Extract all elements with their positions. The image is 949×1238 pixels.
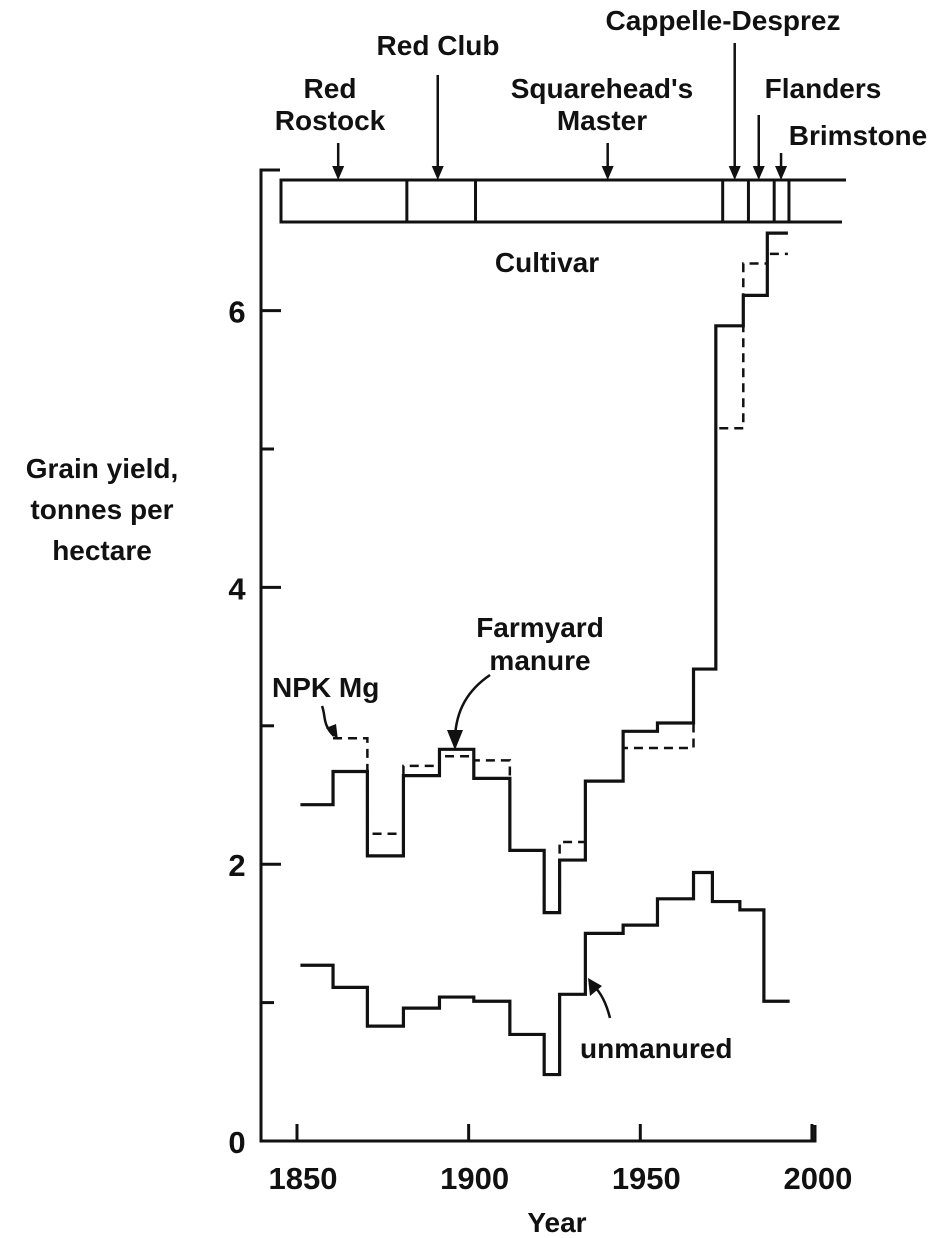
fym-annotation-line2: manure xyxy=(489,645,590,676)
x-tick-label-1900: 1900 xyxy=(440,1161,509,1196)
cultivar-arrowhead-1 xyxy=(431,166,444,180)
fym-arrowhead xyxy=(447,730,463,750)
y-axis-label-line2: tonnes per xyxy=(30,494,173,525)
cultivar-arrowhead-2 xyxy=(601,166,614,180)
series-unmanured xyxy=(300,870,790,1077)
y-tick-label-4: 4 xyxy=(228,571,246,606)
axes: 1850 1900 1950 2000 0 2 4 6 xyxy=(228,168,852,1196)
y-axis-label-line1: Grain yield, xyxy=(26,453,179,484)
x-axis-label: Year xyxy=(527,1207,586,1238)
fym-arrow xyxy=(453,673,491,739)
cultivar-name-5-line-0: Brimstone xyxy=(789,120,927,151)
cultivar-bar-outline xyxy=(279,178,846,224)
y-tick-label-2: 2 xyxy=(228,848,245,883)
unmanured-arrowhead xyxy=(588,978,602,996)
unmanured-annotation: unmanured xyxy=(580,1033,732,1064)
axis-lines xyxy=(259,168,817,1143)
cultivar-name-2-line-1: Master xyxy=(557,105,647,136)
cultivar-name-1-line-0: Red Club xyxy=(377,30,500,61)
cultivar-label: Cultivar xyxy=(495,247,599,278)
y-tick-label-0: 0 xyxy=(228,1125,245,1160)
x-tick-label-1850: 1850 xyxy=(269,1161,338,1196)
cultivar-name-0-line-1: Rostock xyxy=(275,105,386,136)
cultivar-name-2-line-0: Squarehead's xyxy=(511,73,694,104)
series-farmyard-manure xyxy=(300,231,788,915)
cultivar-arrowhead-4 xyxy=(752,166,765,180)
cultivar-arrowhead-3 xyxy=(728,166,741,180)
cultivar-name-4-line-0: Flanders xyxy=(765,73,882,104)
cultivar-name-0-line-0: Red xyxy=(304,73,357,104)
npk-mg-annotation: NPK Mg xyxy=(272,672,379,703)
x-tick-label-2000: 2000 xyxy=(783,1161,852,1196)
cultivar-arrowhead-5 xyxy=(775,166,788,180)
series-npk-mg xyxy=(333,252,788,914)
series-group xyxy=(300,231,790,1077)
npk-mg-arrowhead xyxy=(326,724,338,740)
y-tick-label-6: 6 xyxy=(228,295,245,330)
cultivar-arrowhead-0 xyxy=(332,166,345,180)
y-axis-label-line3: hectare xyxy=(52,535,152,566)
x-tick-label-1950: 1950 xyxy=(612,1161,681,1196)
cultivar-name-3-line-0: Cappelle-Desprez xyxy=(606,5,841,36)
fym-annotation-line1: Farmyard xyxy=(476,612,604,643)
unmanured-arrow xyxy=(593,985,612,1019)
